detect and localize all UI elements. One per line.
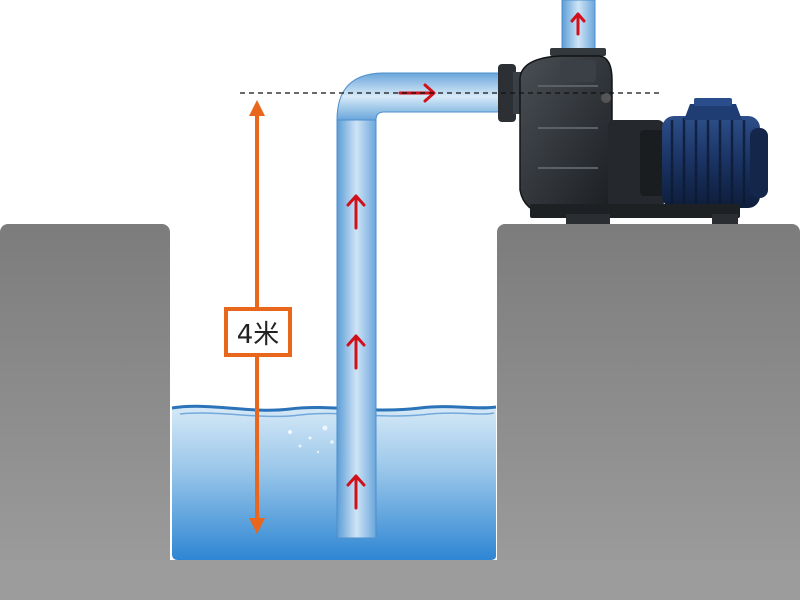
motor-icon xyxy=(662,98,768,208)
pump-base xyxy=(530,204,740,224)
pump-icon xyxy=(498,55,670,215)
height-label: 4米 xyxy=(224,307,292,357)
ground-right xyxy=(497,224,800,600)
suction-pipe xyxy=(336,72,501,539)
water-pit xyxy=(171,404,497,560)
discharge-pipe xyxy=(550,0,606,56)
ground-bottom xyxy=(0,560,800,600)
ground-left xyxy=(0,224,170,600)
